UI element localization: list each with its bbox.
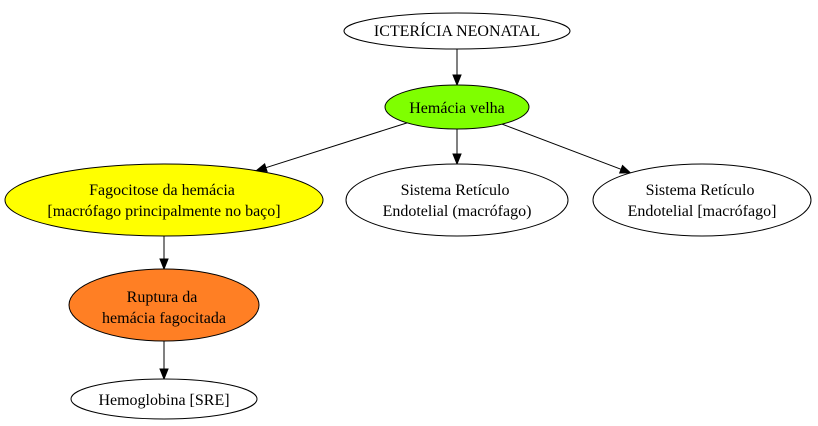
edge-line [265,122,408,169]
node-ictericia-neonatal: ICTERÍCIA NEONATAL [343,12,571,50]
node-hemoglobina-label: Hemoglobina [SRE] [98,392,229,409]
node-hemoglobina: Hemoglobina [SRE] [70,378,258,420]
node-ruptura-da-hemacia-label-line-1: Ruptura da [127,289,198,306]
arrowhead-icon [255,162,268,173]
edges-layer [159,49,632,381]
node-sistema-reticulo-endotelial-2: Sistema Retículo Endotelial [macrófago] [592,163,812,237]
node-ruptura-da-hemacia: Ruptura da hemácia fagocitada [68,268,260,342]
edge-line [501,123,622,170]
edge-arrow-old_rbc-to-phagocytosis [255,122,408,173]
arrowhead-icon [159,368,169,381]
node-sistema-reticulo-endotelial-1: Sistema Retículo Endotelial (macrófago) [345,163,569,237]
node-sistema-reticulo-endotelial-1-label-line-1: Sistema Retículo [401,182,510,199]
node-hemoglobina-shape [70,378,258,420]
node-fagocitose-da-hemacia-label: Fagocitose da hemácia [macrófago princip… [47,182,280,220]
node-ruptura-da-hemacia-label-line-2: hemácia fagocitada [102,310,226,327]
node-sistema-reticulo-endotelial-2-label: Sistema Retículo Endotelial [macrófago] [628,182,777,220]
node-ruptura-da-hemacia-label: Ruptura da hemácia fagocitada [102,289,226,327]
node-sistema-reticulo-endotelial-2-shape [592,163,812,237]
node-hemacia-velha-label: Hemácia velha [409,100,505,117]
edge-arrow-root-to-old_rbc [452,49,462,87]
arrowhead-icon [452,74,462,87]
node-sistema-reticulo-endotelial-1-label-line-2: Endotelial (macrófago) [383,203,532,220]
node-hemoglobina-label-line: Hemoglobina [SRE] [98,392,229,409]
edge-arrow-phagocytosis-to-rupture [159,236,169,271]
arrowhead-icon [452,153,462,166]
edge-arrow-rupture-to-hemoglobin [159,341,169,381]
node-ictericia-neonatal-label: ICTERÍCIA NEONATAL [374,21,540,40]
arrowhead-icon [159,258,169,271]
node-ruptura-da-hemacia-shape [68,268,260,342]
node-sistema-reticulo-endotelial-1-label: Sistema Retículo Endotelial (macrófago) [383,182,532,220]
node-hemacia-velha: Hemácia velha [384,84,530,130]
node-hemacia-velha-label-line: Hemácia velha [409,100,505,117]
node-ictericia-neonatal-label-line: ICTERÍCIA NEONATAL [374,21,540,40]
node-fagocitose-da-hemacia-shape [4,163,324,237]
node-ictericia-neonatal-shape [343,12,571,50]
arrowhead-icon [618,164,632,174]
edge-arrow-old_rbc-to-res_1 [452,129,462,166]
node-fagocitose-da-hemacia-label-line-1: Fagocitose da hemácia [89,182,235,199]
node-sistema-reticulo-endotelial-1-shape [345,163,569,237]
node-sistema-reticulo-endotelial-2-label-line-1: Sistema Retículo [646,182,755,199]
node-hemacia-velha-shape [384,84,530,130]
node-fagocitose-da-hemacia: Fagocitose da hemácia [macrófago princip… [4,163,324,237]
node-fagocitose-da-hemacia-label-line-2: [macrófago principalmente no baço] [47,203,280,220]
edge-arrow-old_rbc-to-res_2 [501,123,632,174]
node-sistema-reticulo-endotelial-2-label-line-2: Endotelial [macrófago] [628,203,777,220]
